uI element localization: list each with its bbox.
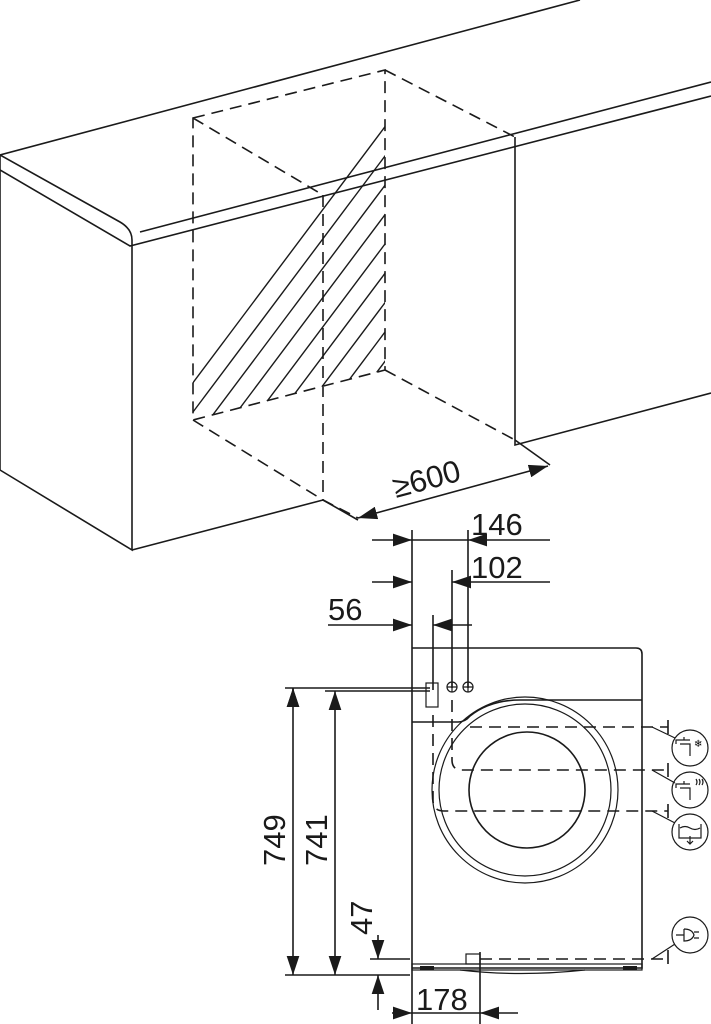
hatch-line <box>215 70 385 420</box>
dim-47: 47 <box>344 901 379 935</box>
dim-146: 146 <box>471 507 523 542</box>
door-outer-ring <box>431 696 619 884</box>
hatch-line <box>303 70 385 420</box>
dim-178: 178 <box>416 982 468 1017</box>
hatch-line <box>524 40 711 440</box>
bottom-dimension: 178 <box>392 982 518 1020</box>
hatch-line <box>193 70 385 420</box>
hatch-line <box>193 70 385 420</box>
machine-front: ❄ <box>411 530 709 1024</box>
dim-56: 56 <box>328 592 362 627</box>
hatch-line <box>281 70 385 420</box>
hatch-line <box>458 40 711 440</box>
niche-width-label: ≥600 <box>389 453 464 505</box>
svg-text:❄: ❄ <box>694 739 702 750</box>
hatch-line <box>325 70 385 420</box>
cold-water-tap-icon: ❄ <box>671 729 709 767</box>
hatch-line <box>193 70 385 420</box>
dim-102: 102 <box>471 550 523 585</box>
right-cabinet <box>514 137 711 447</box>
power-plug-icon <box>671 916 709 954</box>
left-cabinet <box>0 170 133 552</box>
top-dimensions: 146 102 56 <box>328 507 550 632</box>
hatch-line <box>414 40 711 440</box>
hatch-line <box>237 70 385 420</box>
hatch-line <box>436 40 711 440</box>
hatch-line <box>546 40 711 440</box>
height-dimensions: 749 741 47 <box>257 687 430 1010</box>
hatch-line <box>347 70 385 420</box>
dim-749: 749 <box>257 814 292 866</box>
niche-outline <box>192 68 516 519</box>
drain-icon <box>671 813 709 851</box>
hatch-line <box>502 40 711 440</box>
countertop <box>0 0 711 247</box>
niche-back-hatch <box>193 40 711 440</box>
hatch-line <box>392 40 692 440</box>
hatch-line <box>259 70 385 420</box>
dim-741: 741 <box>299 814 334 866</box>
cabinet-drawing: ≥600 <box>0 0 711 552</box>
hatch-line <box>369 70 385 420</box>
door-glass <box>468 731 586 849</box>
hot-water-tap-icon <box>671 771 709 809</box>
